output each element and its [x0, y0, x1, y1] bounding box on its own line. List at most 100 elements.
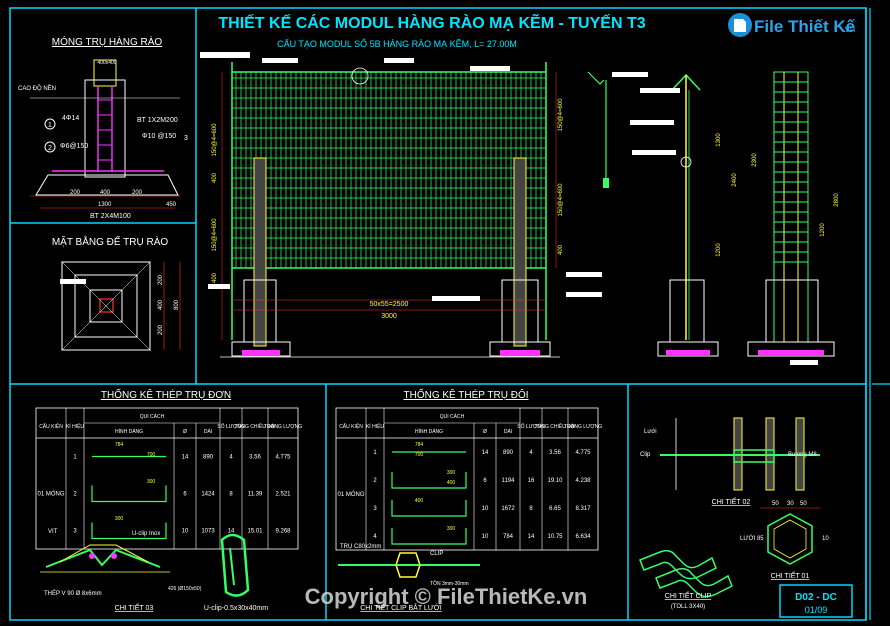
- base-plan-dim-total: 800: [174, 299, 180, 310]
- footing-label-ground: CAO ĐỘ NỀN: [18, 85, 56, 92]
- rebar-shape-dim: 400: [447, 480, 456, 486]
- footing-dim-b2: 400: [100, 190, 111, 196]
- detail-02: Lưới Clip Bulong M8 CHI TIẾT 02: [640, 417, 820, 506]
- table-header-spec: QUI CÁCH: [140, 413, 165, 420]
- table-header-mark: KÍ HIỆU: [66, 422, 84, 430]
- rebar-shape-dim: 784: [115, 442, 124, 448]
- sheet-frame: [9, 7, 867, 621]
- footing-section-title: MÓNG TRỤ HÀNG RÀO: [52, 35, 163, 48]
- side-view-2-dim-1: 2300: [752, 153, 758, 167]
- side-view-1-tags: [612, 72, 680, 155]
- table-cell-length: 1073: [201, 529, 215, 535]
- footing-dim-b1: 200: [70, 190, 81, 196]
- footing-marker-2: 2: [48, 145, 52, 152]
- table-cell-length: 784: [503, 534, 514, 540]
- detail-03-label-spec: 426 (Ø150x50): [168, 586, 202, 592]
- table-cell-mark: 1: [373, 450, 377, 456]
- elevation-dim-mesh: 50x55=2500: [370, 301, 409, 308]
- rebar-shape-dim: 300: [447, 526, 456, 532]
- table-header-total: TỔNG CHIỀU DÀI: [234, 423, 275, 430]
- rebar-shape-dim: 300: [147, 479, 156, 485]
- rebar-shape: [391, 528, 467, 545]
- footing-marker-3: 3: [184, 135, 188, 142]
- elevation-dim-left-3: 150@4=600: [212, 218, 218, 252]
- footing-label-rebar: 4Φ14: [62, 115, 79, 122]
- drawing-subtitle: CẤU TẠO MODUL SỐ 5B HÀNG RÀO MẠ KẼM, L= …: [277, 38, 517, 49]
- clip-grid-detail: TRỤ C80x2mm CLIP TÔN 3mm-30mm CHI TIẾT C…: [338, 544, 480, 612]
- table-cell-qty: 16: [528, 478, 535, 484]
- table-header-spec: QUI CÁCH: [440, 413, 465, 420]
- table-component: 01 MÓNG: [337, 491, 364, 498]
- table-header-mark: KÍ HIỆU: [366, 422, 384, 430]
- table-cell-weight: 4.775: [275, 455, 291, 461]
- side-view-single-post: 1200 1300 2400: [587, 71, 738, 357]
- rebar-shape-dim: 300: [115, 516, 124, 522]
- table-cell-total: 11.39: [248, 492, 263, 498]
- table-cell-total: 3.56: [549, 450, 561, 456]
- logo-tld: .vn: [842, 24, 855, 35]
- drawing-title: THIẾT KẾ CÁC MODUL HÀNG RÀO MẠ KẼM - TUY…: [218, 12, 645, 32]
- table-cell-total: 6.65: [549, 506, 561, 512]
- table-header-length: DÀI: [204, 428, 212, 435]
- table-cell-dia: 10: [482, 506, 489, 512]
- table-header-dia: Ø: [183, 429, 187, 435]
- elevation-dim-left-1: 150@4=600: [212, 123, 218, 157]
- table-cell-dia: 6: [183, 492, 187, 498]
- title-block: D02 - DC 01/09: [795, 592, 837, 615]
- copyright-watermark: Copyright © FileThietKe.vn: [305, 584, 588, 609]
- table-cell-weight: 4.238: [575, 478, 591, 484]
- elevation-dim-left-2: 400: [212, 172, 218, 183]
- side-view-2-dim-2: 1200: [820, 223, 826, 237]
- fence-mesh-horizontal-wires: [232, 77, 546, 259]
- table-cell-qty: 8: [529, 506, 533, 512]
- table-cell-length: 890: [503, 450, 514, 456]
- base-plan-dim-2: 400: [158, 299, 164, 310]
- detail-01: 50 30 50 LƯỚI 85 10 CHI TIẾT 01: [740, 501, 829, 580]
- table-cell-length: 1424: [201, 492, 215, 498]
- table-cell-weight: 6.634: [575, 534, 591, 540]
- table-cell-weight: 9.268: [275, 529, 291, 535]
- table-header-total: TỔNG CHIỀU DÀI: [534, 423, 575, 430]
- table-cell-total: 19.10: [547, 478, 563, 484]
- side-view-2-rungs: [774, 81, 808, 263]
- table-single-title: THỐNG KÊ THÉP TRỤ ĐƠN: [101, 387, 231, 401]
- detail-01-title: CHI TIẾT 01: [771, 570, 810, 580]
- clip-grid-label-post: TRỤ C80x2mm: [340, 544, 381, 550]
- table-cell-mark: 3: [373, 506, 377, 512]
- base-plan: MẶT BẰNG ĐẾ TRỤ RÀO 200 400 200 800: [52, 235, 181, 351]
- table-cell-weight: 4.775: [575, 450, 591, 456]
- fence-elevation: 50x55=2500 3000 150@4=600 400 150@4=600 …: [200, 52, 602, 358]
- rebar-shape-dim: 700: [147, 452, 156, 458]
- clip-detail: CHI TIẾT CLIP (TOLL 3X40): [639, 549, 733, 610]
- clip-title: CHI TIẾT CLIP: [665, 590, 712, 600]
- detail-02-label-clip: Clip: [640, 452, 651, 458]
- table-cell-mark: 3: [73, 529, 77, 535]
- table-cell-qty: 8: [229, 492, 233, 498]
- detail-03-label-steel: THÉP V 90 Ø 8x6mm: [44, 590, 102, 597]
- footing-dim-bottom: 1300: [98, 202, 112, 208]
- table-cell-dia: 6: [483, 478, 487, 484]
- footing-label-mesh: Φ10 @150: [142, 133, 176, 140]
- detail-01-dim-4: 10: [822, 536, 829, 542]
- fence-post-left: [231, 157, 291, 357]
- table-cell-qty: 14: [228, 529, 235, 535]
- sheet-number: 01/09: [805, 605, 828, 615]
- table-double-title: THỐNG KÊ THÉP TRỤ ĐÔI: [403, 387, 528, 401]
- table-header-weight: TRỌNG LƯỢNG: [564, 424, 602, 430]
- detail-02-label-bolt: Bulong M8: [788, 452, 817, 458]
- table-cell-total: 3.56: [249, 455, 261, 461]
- neighbor-sheet-edge: [869, 8, 890, 620]
- rebar-shape-dim: 400: [415, 498, 424, 504]
- table-cell-mark: 2: [373, 478, 377, 484]
- u-clip-detail: U-clip-0.5x30x40mm: [204, 533, 268, 612]
- table-cell-dia: 10: [482, 534, 489, 540]
- rebar-shape: [391, 500, 467, 517]
- table-cell-dia: 14: [182, 455, 189, 461]
- table-header-qty: SỐ LƯỢNG: [217, 423, 245, 430]
- base-plan-dim-1: 200: [158, 274, 164, 285]
- table-cell-qty: 4: [529, 450, 533, 456]
- detail-03-label-clip: U-clip Inox: [132, 531, 160, 537]
- fence-post-middle: [489, 157, 551, 357]
- table-header-qty: SỐ LƯỢNG: [517, 423, 545, 430]
